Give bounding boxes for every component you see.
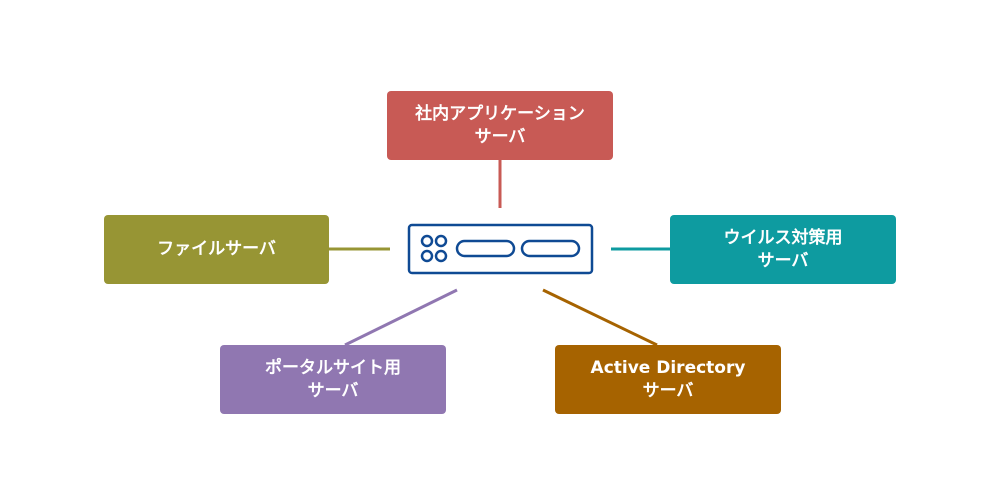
server-rack-icon[interactable] bbox=[407, 223, 594, 275]
indicator-light bbox=[420, 234, 434, 248]
node-antivirus-server[interactable]: ウイルス対策用 サーバ bbox=[670, 215, 896, 284]
node-label: Active Directory bbox=[590, 357, 746, 378]
node-label: 社内アプリケーション bbox=[415, 103, 585, 124]
node-internal-app-server[interactable]: 社内アプリケーション サーバ bbox=[387, 91, 613, 160]
drive-bay bbox=[455, 239, 516, 258]
connector-portal bbox=[344, 288, 458, 347]
node-sublabel: サーバ bbox=[307, 380, 359, 401]
node-sublabel: サーバ bbox=[474, 126, 526, 147]
indicator-light bbox=[434, 234, 448, 248]
node-label: ポータルサイト用 bbox=[265, 357, 401, 378]
node-label: ウイルス対策用 bbox=[723, 227, 843, 248]
node-sublabel: サーバ bbox=[757, 250, 809, 271]
node-portal-server[interactable]: ポータルサイト用 サーバ bbox=[220, 345, 446, 414]
node-sublabel: サーバ bbox=[642, 380, 694, 401]
node-active-directory-server[interactable]: Active Directory サーバ bbox=[555, 345, 781, 414]
indicator-light bbox=[434, 249, 448, 263]
indicator-light bbox=[420, 249, 434, 263]
connector-ad bbox=[542, 288, 658, 347]
drive-bay bbox=[520, 239, 581, 258]
node-label: ファイルサーバ bbox=[157, 239, 276, 259]
node-file-server[interactable]: ファイルサーバ bbox=[104, 215, 329, 284]
